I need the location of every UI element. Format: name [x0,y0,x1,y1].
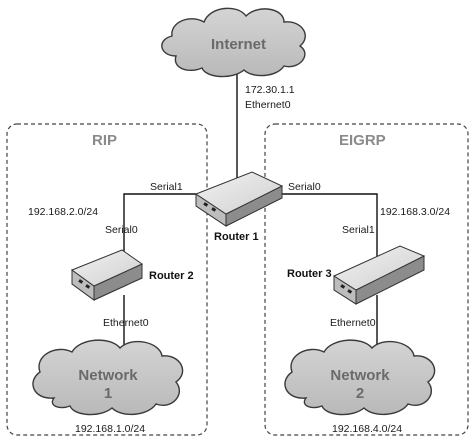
router1-ethernet0: Ethernet0 [245,99,291,111]
network2-label-line1: Network [330,367,390,384]
network2-cloud-icon [284,339,436,416]
internet-cloud-label: Internet [211,36,267,53]
rip-domain-title: RIP [92,132,118,149]
network1-label-line1: Network [78,367,138,384]
eigrp-domain-title: EIGRP [339,132,386,149]
link-router1-router2 [123,193,196,262]
network1-cloud-label: Network 1 [70,368,146,401]
router2-ethernet0: Ethernet0 [103,317,149,329]
network1-label-line2: 1 [103,385,113,402]
network1-cloud-icon [32,339,184,416]
internet-cloud-icon [161,7,306,78]
network2-label-line2: 2 [355,385,365,402]
link-router1-router3 [282,193,378,262]
router3-serial1: Serial1 [342,224,375,236]
router3-label: Router 3 [287,268,332,280]
router1-label: Router 1 [214,231,259,243]
router1-serial0: Serial0 [288,181,321,193]
rip-link-subnet: 192.168.2.0/24 [28,206,99,218]
eigrp-domain-box [264,123,469,436]
eigrp-link-subnet: 192.168.3.0/24 [380,206,451,218]
router3-icon [332,245,426,305]
network1-subnet: 192.168.1.0/24 [75,423,146,435]
router1-serial1: Serial1 [150,181,183,193]
network2-subnet: 192.168.4.0/24 [332,423,403,435]
router2-icon [70,249,144,301]
network2-cloud-label: Network 2 [322,368,398,401]
router3-ethernet0: Ethernet0 [330,317,376,329]
router2-serial0: Serial0 [105,224,138,236]
router1-internet-ip: 172.30.1.1 [245,84,295,96]
router2-label: Router 2 [149,270,194,282]
rip-domain-box [6,123,208,436]
router1-icon [194,171,284,227]
